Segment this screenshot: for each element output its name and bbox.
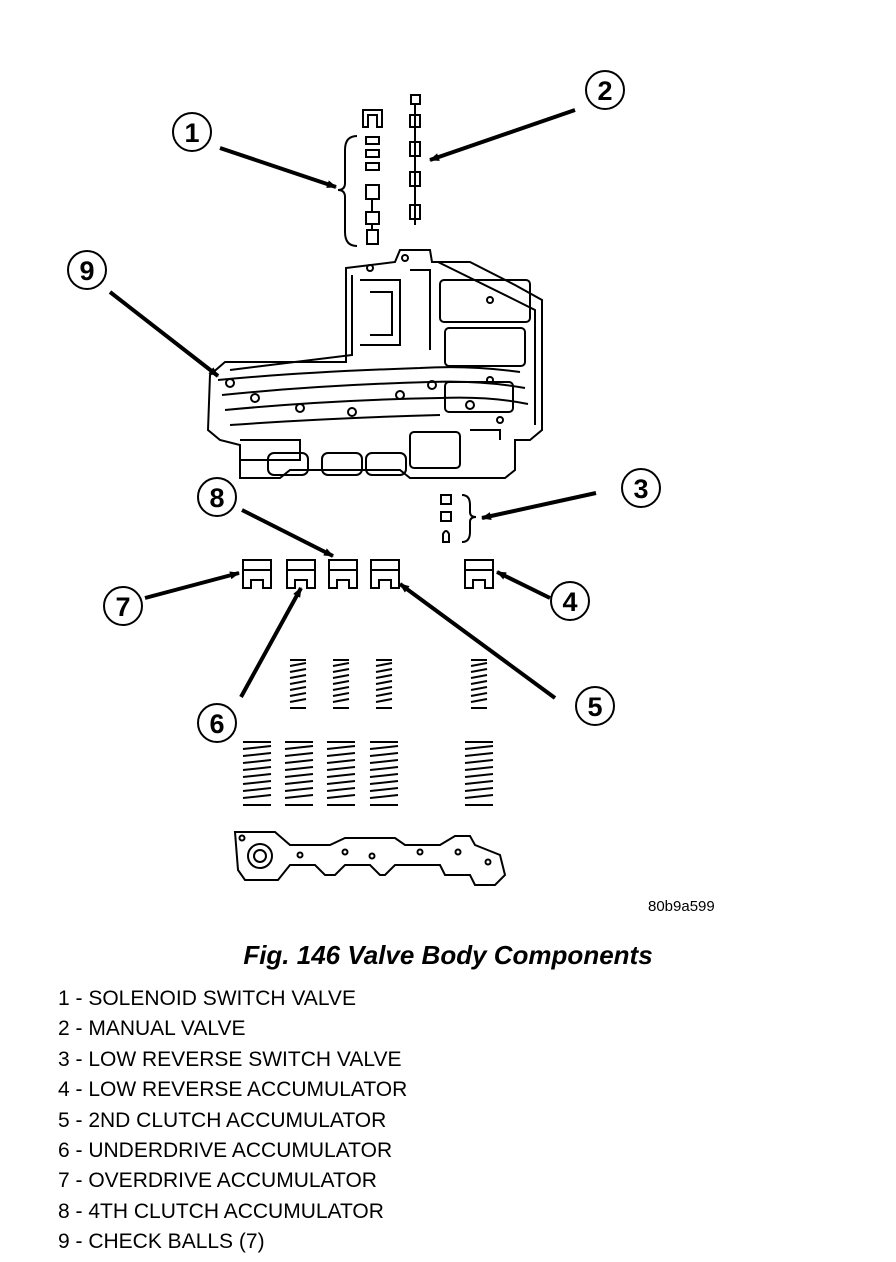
legend-item: 2 - MANUAL VALVE [58, 1017, 246, 1041]
accumulator-pistons [242, 559, 494, 589]
callout-2-label: 2 [597, 76, 612, 106]
solenoid-switch-valve-parts [337, 109, 383, 247]
callout-7-label: 7 [115, 592, 130, 622]
callout-6: 6 [197, 703, 237, 743]
legend-item: 3 - LOW REVERSE SWITCH VALVE [58, 1047, 402, 1071]
accumulator-cover-plate [233, 831, 507, 886]
legend-item: 6 - UNDERDRIVE ACCUMULATOR [58, 1138, 393, 1162]
valve-body-diagram: 1 2 3 4 5 6 7 8 [67, 70, 661, 886]
callout-6-label: 6 [209, 709, 224, 739]
legend-item: 4 - LOW REVERSE ACCUMULATOR [58, 1078, 408, 1102]
legend-item: 8 - 4TH CLUTCH ACCUMULATOR [58, 1199, 384, 1223]
manual-valve-part [409, 94, 421, 225]
figure-id: 80b9a599 [648, 898, 715, 915]
legend-item: 9 - CHECK BALLS (7) [58, 1230, 265, 1254]
figure-caption: Fig. 146 Valve Body Components [243, 940, 653, 970]
legend-item: 5 - 2ND CLUTCH ACCUMULATOR [58, 1108, 387, 1132]
callout-4: 4 [550, 581, 590, 621]
callout-8-label: 8 [209, 483, 224, 513]
callout-1-label: 1 [184, 118, 199, 148]
valve-body-casting [206, 249, 543, 479]
leader-arrows [108, 108, 597, 700]
callout-1: 1 [172, 112, 212, 152]
callout-5: 5 [575, 686, 615, 726]
callout-3: 3 [621, 468, 661, 508]
callout-5-label: 5 [587, 692, 602, 722]
legend-list: 1 - SOLENOID SWITCH VALVE 2 - MANUAL VAL… [58, 984, 407, 1258]
callout-8: 8 [197, 477, 237, 517]
callout-4-label: 4 [562, 587, 577, 617]
callouts: 1 2 3 4 5 6 7 8 [67, 70, 661, 743]
callout-7: 7 [103, 586, 143, 626]
callout-2: 2 [585, 70, 625, 110]
legend-item: 1 - SOLENOID SWITCH VALVE [58, 987, 356, 1010]
legend-item: 7 - OVERDRIVE ACCUMULATOR [58, 1169, 377, 1193]
callout-9-label: 9 [79, 256, 94, 286]
callout-3-label: 3 [633, 474, 648, 504]
callout-9: 9 [67, 250, 107, 290]
accumulator-springs [242, 659, 494, 806]
low-reverse-switch-valve-parts [440, 494, 477, 543]
